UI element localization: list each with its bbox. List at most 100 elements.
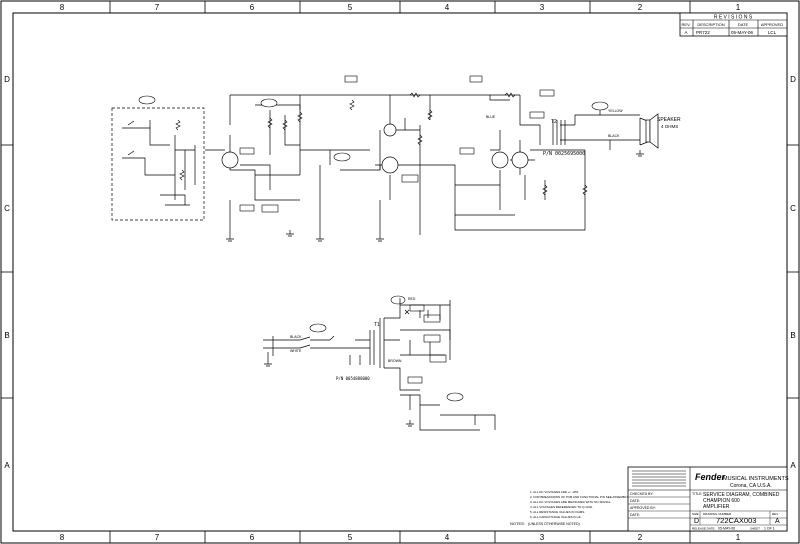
row-label: C [4,204,10,213]
note-line: 2. FOR BREAKDOWN OF PCB AND FUNCTIONAL P… [530,495,653,499]
column-label: 8 [60,3,65,12]
drawing-number-label: DRAWING NUMBER [703,512,732,516]
drawing-number: 722CAX003 [716,516,756,525]
size-label: SIZE [692,512,699,516]
column-label: 1 [736,533,741,542]
tube-v2b [491,151,509,169]
tube-v2a [383,123,397,137]
column-label: 6 [250,3,255,12]
sheet-value: 1 OF 1 [764,527,775,531]
row-label: B [4,331,9,340]
tube-v1b [381,156,399,174]
approved-value: LCL [768,30,777,35]
vacuum-tubes-upper [221,123,529,174]
rev-label: REV. [772,512,779,516]
voltage-callouts [138,95,609,402]
rev-value: A [775,518,780,525]
description-value: PR722 [696,30,710,35]
note-line: 5. ALL RESISTANCE VALUES IN OHMS. [530,510,585,514]
callout-oval [309,323,327,333]
tube-v3 [511,151,529,169]
title-label: TITLE: [692,492,703,496]
column-label: 6 [250,533,255,542]
row-label: D [790,75,796,84]
checked-by-label: CHECKED BY: [630,492,654,496]
row-label: B [790,331,795,340]
row-label: A [4,461,10,470]
wire-label-white-mains: WHITE [290,349,302,353]
callout-oval [591,101,609,111]
notes-block: 1. ALL DC VOLTAGES ARE +/- 10%. 2. FOR B… [530,490,653,519]
row-labels: D C B A D C B A [4,75,796,470]
column-label: 4 [445,533,450,542]
column-label: 7 [155,3,160,12]
inner-border [12,12,788,532]
power-transformer-ref: T1 [374,322,380,328]
column-label: 8 [60,533,65,542]
wire-label-black-mains: BLACK [290,335,302,339]
notes-label: NOTES: [510,521,525,526]
upper-schematic [111,94,651,242]
column-label: 1 [736,3,741,12]
description-header: DESCRIPTION [697,22,724,27]
column-label: 2 [638,533,643,542]
resistors [175,92,588,196]
release-date-label: RELEASE DATE: [692,527,715,531]
output-transformer-pn: P/N 0025695000 [543,151,585,157]
power-transformer-pn: P/N 0054888000 [336,376,370,381]
column-label: 5 [348,3,353,12]
tube-v1a [221,151,239,169]
wire-label-red: RED [408,297,416,301]
output-transformer [552,120,566,145]
column-label: 4 [445,3,450,12]
column-labels-top: 8 7 6 5 4 3 2 1 [60,3,741,12]
revisions-block: R E V I S I O N S REV. DESCRIPTION DATE … [679,12,788,37]
release-date: 05-MAY-06 [718,527,735,531]
approved-by-label: APPROVED BY: [630,506,656,510]
sheet-label: SHEET [750,527,760,531]
callout-oval [138,95,156,105]
callout-oval [333,152,351,162]
rev-header: REV. [682,22,691,27]
date-value: 05-MAY-06 [731,30,754,35]
power-supply-schematic [263,298,496,431]
column-label: 2 [638,3,643,12]
column-label: 7 [155,533,160,542]
approved-header: APPROVED [761,22,783,27]
input-jack-panel [111,107,205,221]
callout-oval [446,392,464,402]
size-value: D [694,518,699,525]
column-label: 3 [540,533,545,542]
note-line: 1. ALL DC VOLTAGES ARE +/- 10%. [530,490,579,494]
test-point-boxes [239,75,555,384]
fender-logo: Fender [695,472,726,482]
output-transformer-ref: T2 [551,119,557,125]
column-label: 3 [540,3,545,12]
wire-label-brown: BROWN [388,359,402,363]
rev-value: A [684,30,687,35]
title-line-1: SERVICE DIAGRAM, COMBINED [703,492,780,498]
callout-oval [390,295,406,305]
revisions-title: R E V I S I O N S [714,15,753,21]
notes-suffix: (UNLESS OTHERWISE NOTED) [528,522,580,526]
note-line: 6. ALL CAPACITANCE VALUES IN uF. [530,515,581,519]
row-label: A [790,461,796,470]
speaker-symbol [645,113,659,149]
date-header: DATE [738,22,749,27]
company-location: Corona, CA U.S.A. [730,483,772,489]
title-block: Fender MUSICAL INSTRUMENTS Corona, CA U.… [627,466,789,532]
wire-label-blue: BLUE [486,115,496,119]
column-labels-bottom: 8 7 6 5 4 3 2 1 [60,533,741,542]
wire-label-black: BLACK [608,134,620,138]
date-label: DATE: [630,499,640,503]
row-label: C [790,204,796,213]
speaker-label: SPEAKER [657,117,681,123]
company-name: MUSICAL INSTRUMENTS [723,476,789,482]
note-line: 4. ALL VOLTAGES REFERENCED TO Q GND. [530,505,593,509]
row-label: D [4,75,10,84]
speaker-ohms: 4 OHMS [661,124,678,129]
title-line-3: AMPLIFIER [703,504,730,510]
